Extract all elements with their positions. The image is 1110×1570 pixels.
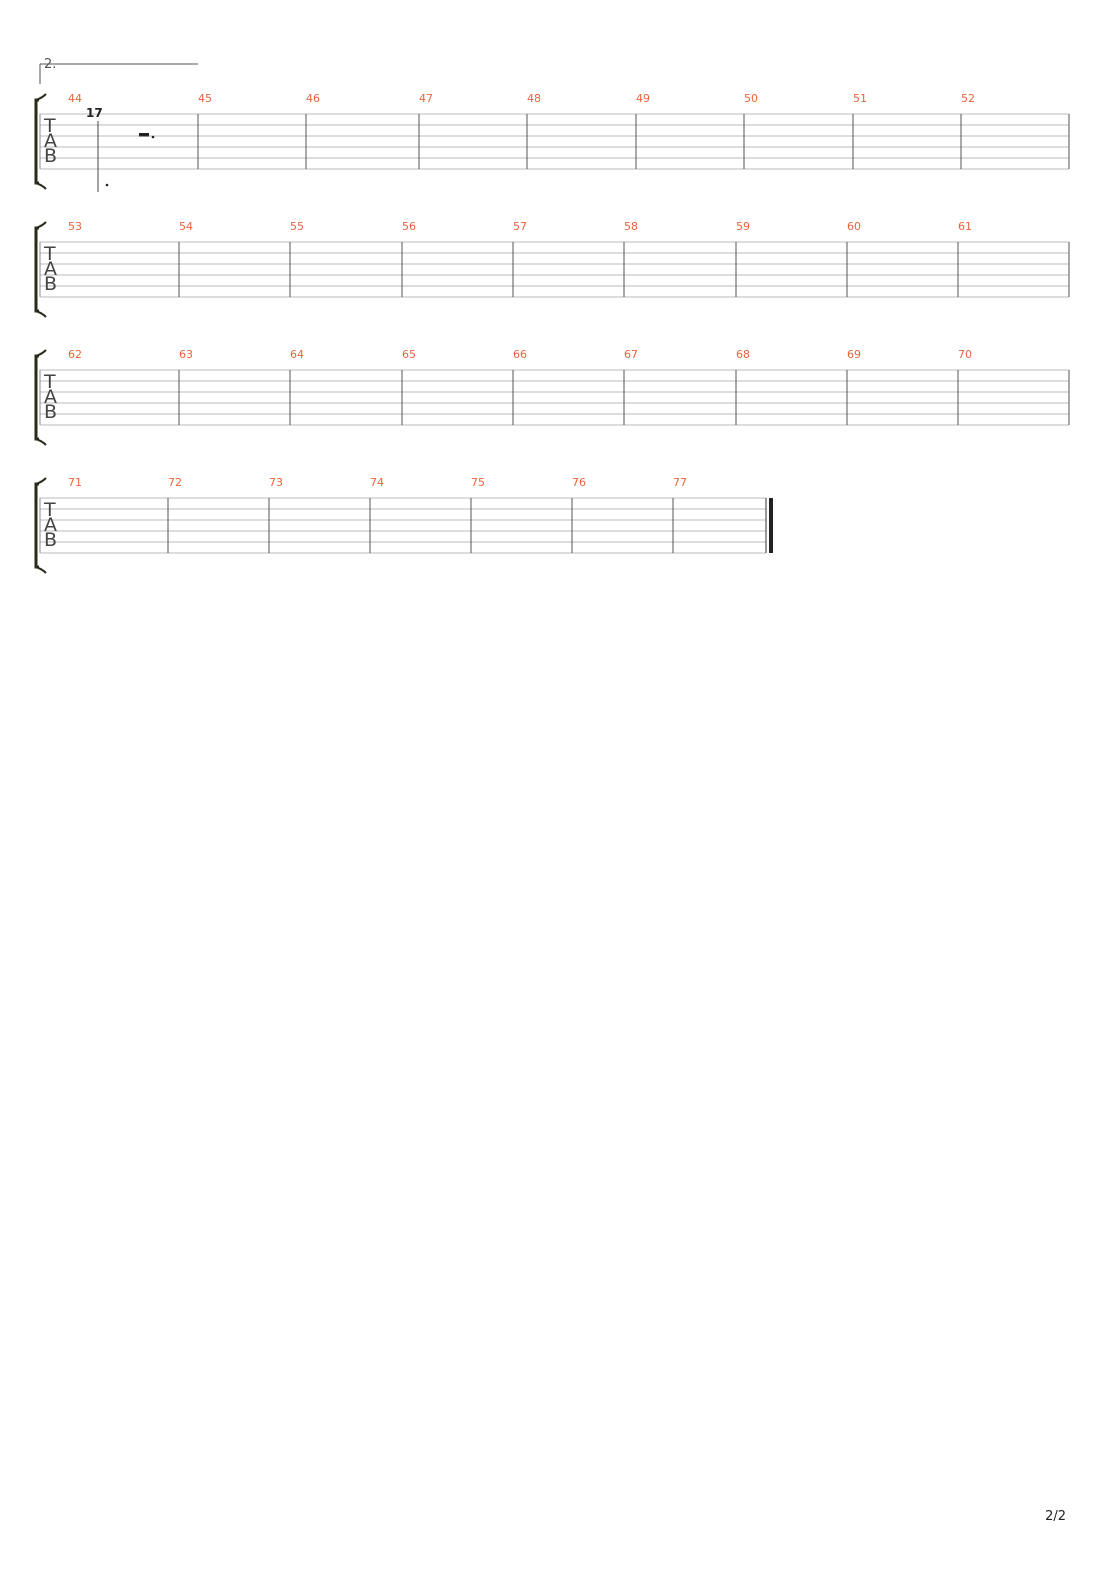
measure-number: 45 xyxy=(198,92,212,105)
page-number: 2/2 xyxy=(1045,1509,1066,1524)
staff-system: TAB 44 45 46 47 48 49 50 51 52 xyxy=(34,92,1070,190)
tab-clef-letter: B xyxy=(44,145,57,167)
first-measure-notes: 17 xyxy=(86,106,155,192)
bracket-hook-top xyxy=(35,93,47,101)
bracket-hook-bottom xyxy=(35,566,47,574)
measure-number: 47 xyxy=(419,92,433,105)
measure-number: 73 xyxy=(269,476,283,489)
bracket-hook-bottom xyxy=(35,310,47,318)
bracket-hook-top xyxy=(35,477,47,485)
bracket-hook-top xyxy=(35,221,47,229)
tab-clef-letter: B xyxy=(44,529,57,551)
measure-number: 66 xyxy=(513,348,527,361)
tab-clef-letter: T xyxy=(43,115,56,137)
tab-clef-letter: A xyxy=(44,514,57,536)
measure-number: 63 xyxy=(179,348,193,361)
bracket-hook-top xyxy=(35,349,47,357)
rest-dot xyxy=(151,135,155,139)
measure-number: 46 xyxy=(306,92,320,105)
volta-label: 2. xyxy=(44,57,56,72)
measure-number: 64 xyxy=(290,348,304,361)
tab-clef-letter: T xyxy=(43,499,56,521)
measure-number: 59 xyxy=(736,220,750,233)
tab-clef-letter: B xyxy=(44,401,57,423)
system-bracket xyxy=(34,226,39,313)
measure-number: 69 xyxy=(847,348,861,361)
tab-clef-letter: A xyxy=(44,258,57,280)
tab-clef-letter: B xyxy=(44,273,57,295)
measure-number: 49 xyxy=(636,92,650,105)
volta-bracket: 2. xyxy=(39,57,198,84)
measure-number: 57 xyxy=(513,220,527,233)
measure-number: 76 xyxy=(572,476,586,489)
tab-clef-letter: A xyxy=(44,130,57,152)
tab-clef-letter: T xyxy=(43,243,56,265)
measure-number: 53 xyxy=(68,220,82,233)
tab-clef-letter: T xyxy=(43,371,56,393)
measure-number: 71 xyxy=(68,476,82,489)
measure-number: 61 xyxy=(958,220,972,233)
staff-system: TAB 62 63 64 65 66 67 68 69 70 xyxy=(34,348,1070,446)
half-rest xyxy=(139,133,149,137)
system-bracket xyxy=(34,98,39,185)
measure-number: 52 xyxy=(961,92,975,105)
tab-clef-letter: A xyxy=(44,386,57,408)
measure-number: 60 xyxy=(847,220,861,233)
measure-number: 58 xyxy=(624,220,638,233)
measure-number: 74 xyxy=(370,476,384,489)
system-bracket xyxy=(34,482,39,569)
measure-number: 65 xyxy=(402,348,416,361)
measure-number: 48 xyxy=(527,92,541,105)
measure-number: 54 xyxy=(179,220,193,233)
measure-number: 72 xyxy=(168,476,182,489)
bracket-hook-bottom xyxy=(35,182,47,190)
measure-number: 51 xyxy=(853,92,867,105)
measure-number: 50 xyxy=(744,92,758,105)
fret-number: 17 xyxy=(86,106,103,120)
measure-number: 77 xyxy=(673,476,687,489)
measure-number: 67 xyxy=(624,348,638,361)
system-bracket xyxy=(34,354,39,441)
measure-number: 75 xyxy=(471,476,485,489)
staff-system: TAB 53 54 55 56 57 58 59 60 61 xyxy=(34,220,1070,318)
measure-number: 56 xyxy=(402,220,416,233)
final-barline-thick xyxy=(769,498,773,553)
staff-system: TAB 71 72 73 74 75 76 77 xyxy=(34,476,773,574)
measure-number: 68 xyxy=(736,348,750,361)
dot xyxy=(105,183,109,187)
measure-number: 55 xyxy=(290,220,304,233)
measure-number: 44 xyxy=(68,92,82,105)
bracket-hook-bottom xyxy=(35,438,47,446)
measure-number: 70 xyxy=(958,348,972,361)
measure-number: 62 xyxy=(68,348,82,361)
